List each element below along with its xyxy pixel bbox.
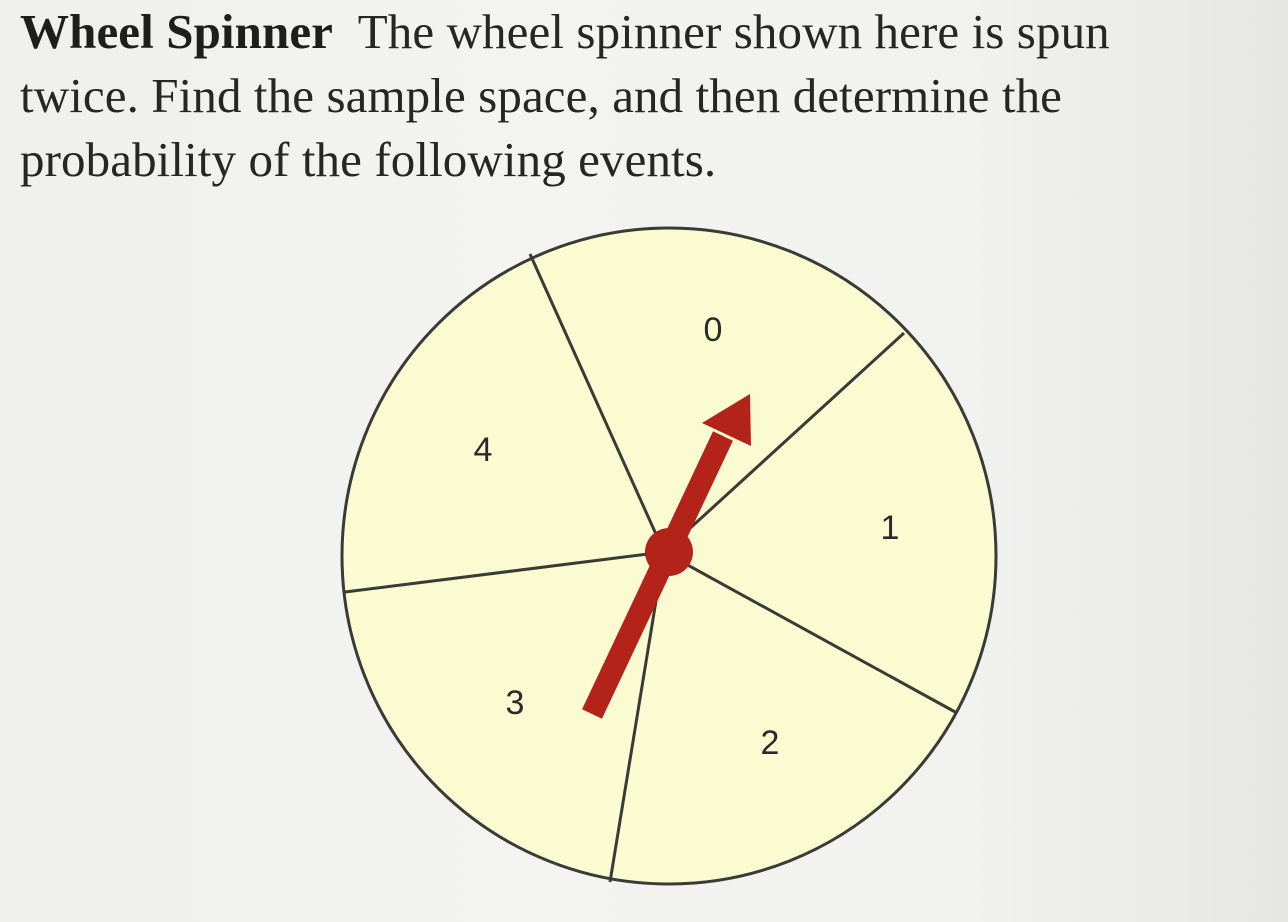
sector-label-4: 4: [474, 431, 493, 469]
sector-label-1: 1: [881, 509, 900, 547]
problem-text-1: The wheel spinner shown here is spun: [357, 4, 1110, 59]
sector-divider: [344, 550, 665, 594]
sector-label-2: 2: [761, 724, 780, 762]
spinner-pointer[interactable]: [582, 394, 751, 719]
sector-divider: [528, 253, 666, 553]
problem-title: Wheel Spinner: [20, 4, 334, 59]
problem-line-2: twice. Find the sample space, and then d…: [20, 68, 1063, 123]
sector-divider: [662, 331, 906, 554]
pointer-arrowhead: [702, 394, 751, 446]
problem-statement: Wheel Spinner The wheel spinner shown he…: [20, 0, 1282, 192]
sector-label-0: 0: [704, 311, 723, 349]
pointer-hub: [645, 528, 693, 576]
sector-divider: [663, 550, 958, 715]
problem-line-3: probability of the following events.: [20, 132, 717, 187]
problem-line-1: Wheel Spinner The wheel spinner shown he…: [20, 0, 1282, 64]
sector-label-3: 3: [506, 684, 525, 722]
pointer-shaft: [582, 431, 733, 719]
sector-divider: [608, 551, 666, 883]
